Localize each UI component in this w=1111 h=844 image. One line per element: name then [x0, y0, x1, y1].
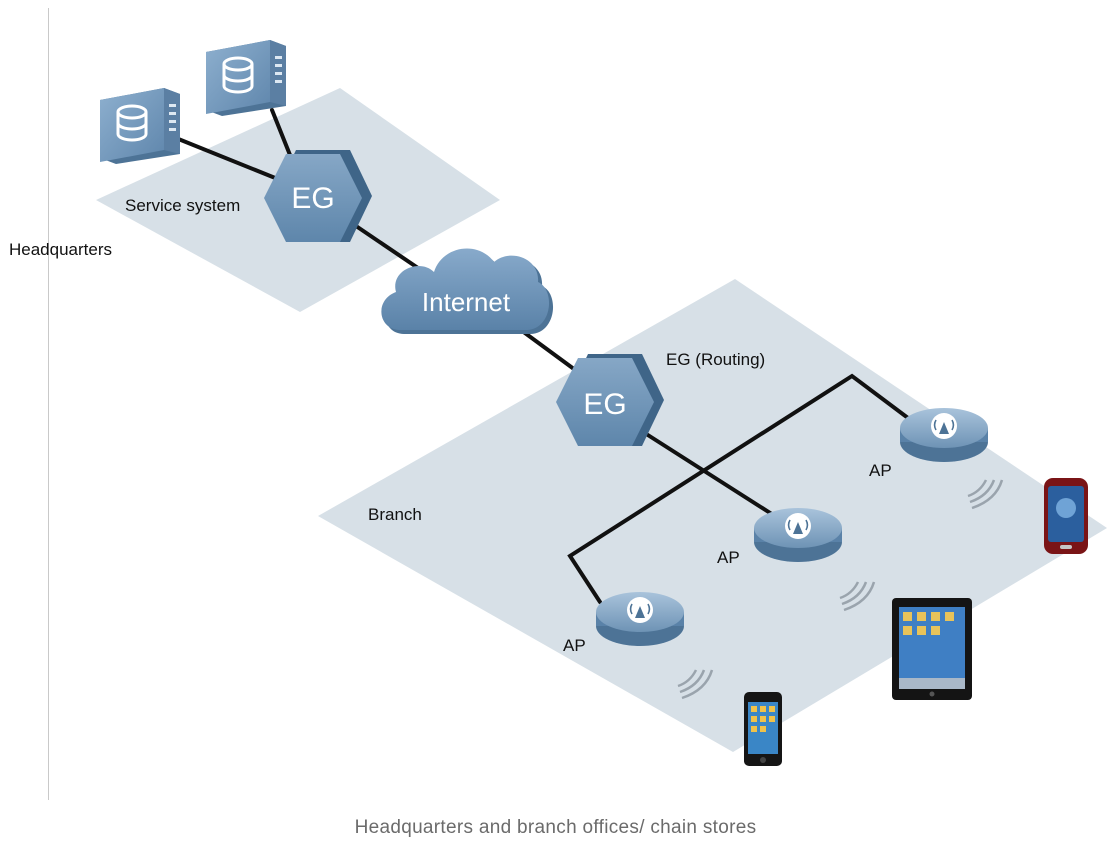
internet-label: Internet	[422, 287, 511, 317]
wifi-waves-icon	[967, 479, 1004, 510]
eg-hq-label: EG	[291, 182, 334, 215]
link-eg-internet	[354, 224, 420, 270]
eg-routing-label: EG (Routing)	[666, 350, 766, 369]
wifi-waves-icon	[839, 581, 876, 612]
ap-label: AP	[869, 461, 892, 480]
ap-label: AP	[717, 548, 740, 567]
branch-label: Branch	[368, 505, 422, 524]
eg-branch-label: EG	[583, 388, 626, 421]
link-ap-bus	[567, 373, 910, 604]
left-divider	[48, 8, 49, 800]
smartphone-icon	[1044, 478, 1088, 554]
server-icon	[206, 40, 286, 116]
link-eg-ap-middle	[638, 428, 780, 520]
service-system-label: Service system	[125, 196, 241, 215]
router-icon: EG	[556, 354, 664, 446]
access-point-icon	[596, 592, 684, 646]
wifi-waves-icon	[677, 669, 714, 700]
tablet-icon	[892, 598, 972, 700]
access-point-icon	[754, 508, 842, 562]
access-point-icon	[900, 408, 988, 462]
router-icon: EG	[264, 150, 372, 242]
ap-label: AP	[563, 636, 586, 655]
figure-caption: Headquarters and branch offices/ chain s…	[354, 817, 757, 838]
headquarters-label: Headquarters	[9, 240, 113, 259]
server-icon	[100, 88, 180, 164]
smartphone-icon	[744, 692, 782, 766]
cloud-icon: Internet	[381, 248, 554, 334]
link-server2-eg	[270, 108, 294, 162]
